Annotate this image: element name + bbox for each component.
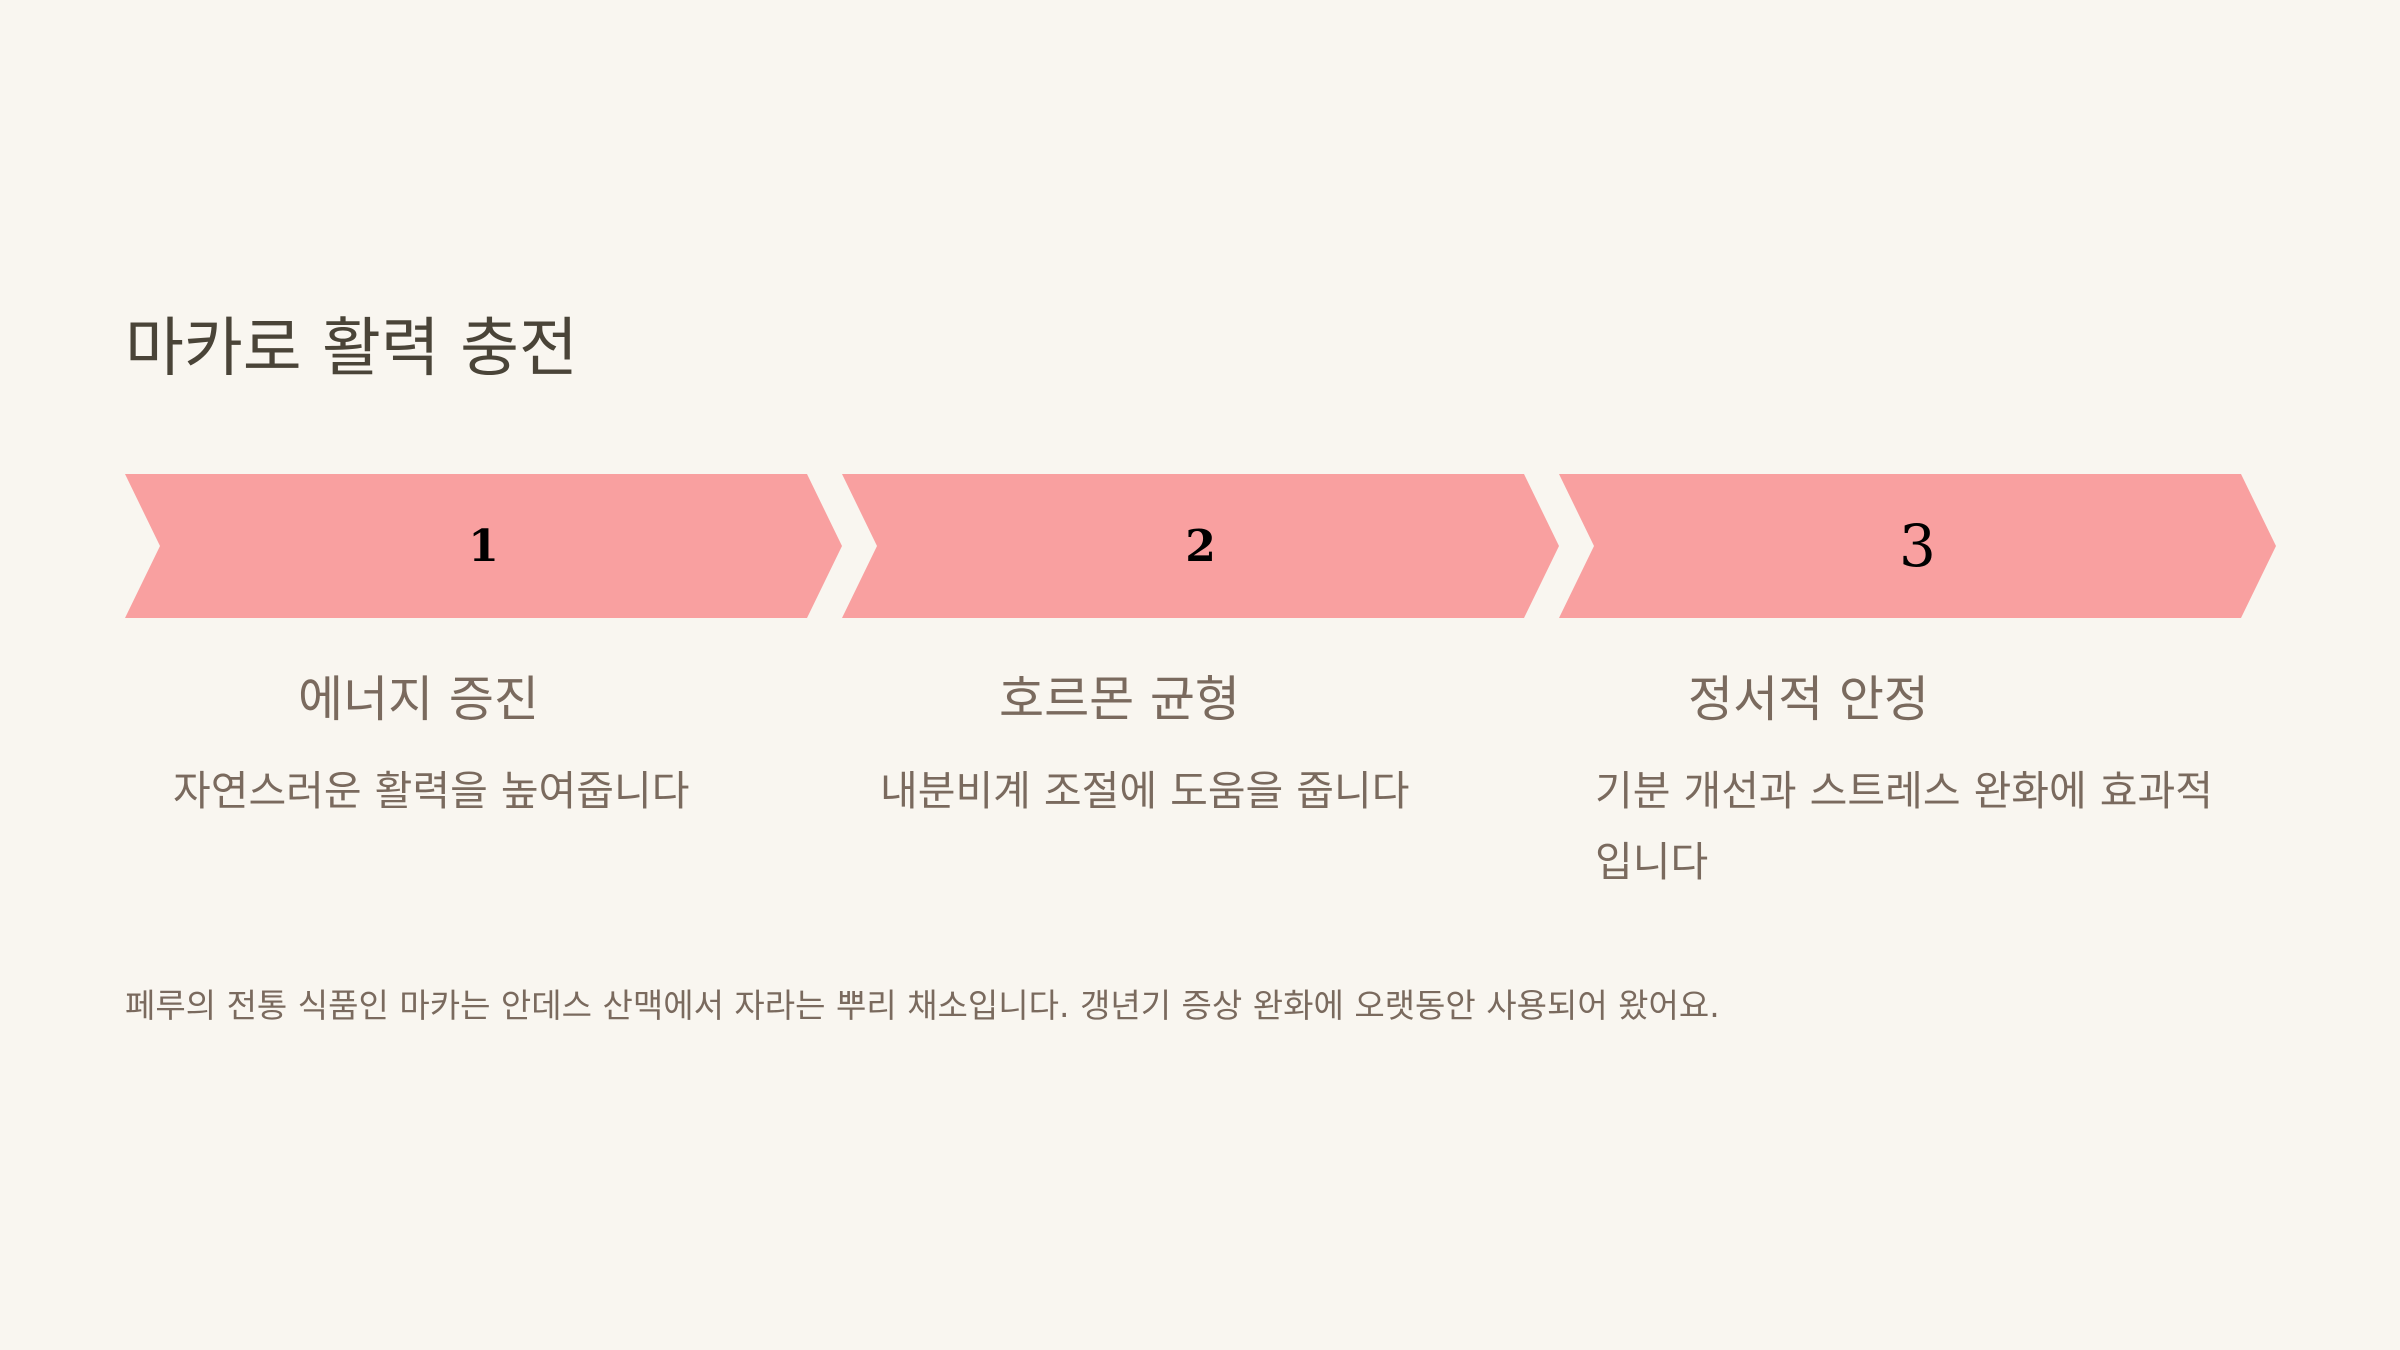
- step-description-3: 기분 개선과 스트레스 완화에 효과적입니다: [1595, 767, 2213, 886]
- step-heading-3: 정서적 안정: [1688, 671, 1929, 728]
- step-number-2: 2: [1185, 520, 1216, 572]
- step-description-1: 자연스러운 활력을 높여줍니다: [173, 767, 690, 815]
- chevron-arrow-3: [1559, 474, 2276, 618]
- step-number-1: 1: [468, 520, 499, 572]
- chevron-arrow-2: [842, 474, 1559, 618]
- step-heading-1: 에너지 증진: [298, 671, 539, 728]
- step-heading-2: 호르몬 균형: [999, 671, 1240, 728]
- step-number-3: 3: [1899, 512, 1936, 580]
- footer-note: 페루의 전통 식품인 마카는 안데스 산맥에서 자라는 뿌리 채소입니다. 갱년…: [125, 986, 1720, 1025]
- chevron-arrow-1: [125, 474, 842, 618]
- page-title: 마카로 활력 충전: [125, 312, 578, 386]
- step-description-2: 내분비계 조절에 도움을 줍니다: [880, 767, 1410, 815]
